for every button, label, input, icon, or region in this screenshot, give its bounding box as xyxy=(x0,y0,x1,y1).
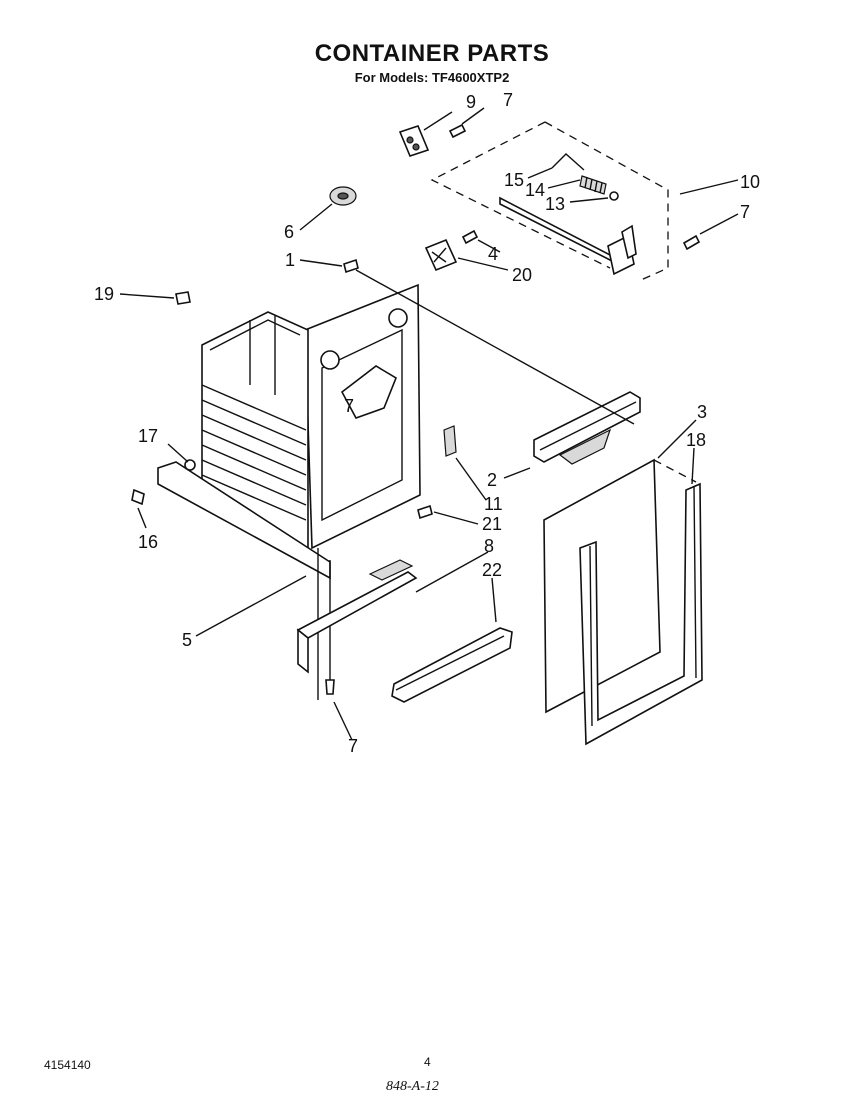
callout-14: 14 xyxy=(525,180,545,200)
part-1-screw xyxy=(343,258,359,274)
drawing-code: 848-A-12 xyxy=(386,1079,439,1094)
part-19-screw xyxy=(175,291,191,305)
callout-11: 11 xyxy=(484,494,503,514)
part-21-screw xyxy=(417,504,433,520)
callout-19: 19 xyxy=(94,284,114,304)
part-15-pin xyxy=(551,153,585,171)
part-7-screw-bottom xyxy=(325,679,335,695)
callout-2: 2 xyxy=(487,470,497,490)
callout-7: 7 xyxy=(344,396,354,416)
part-6-roller xyxy=(329,186,357,206)
callout-20: 20 xyxy=(512,265,532,285)
hinge-rod xyxy=(499,196,637,276)
callout-4: 4 xyxy=(488,244,498,264)
model-subtitle: For Models: TF4600XTP2 xyxy=(354,70,510,85)
part-17-screw xyxy=(184,459,196,471)
document-number: 4154140 xyxy=(44,1058,91,1072)
part-9-bracket xyxy=(398,125,430,157)
page-title: CONTAINER PARTS xyxy=(314,40,550,67)
callout-13: 13 xyxy=(545,194,565,214)
callout-21: 21 xyxy=(482,514,502,534)
callout-17: 17 xyxy=(138,426,158,446)
callout-16: 16 xyxy=(138,532,158,552)
callout-3: 3 xyxy=(697,402,707,422)
callout-15: 15 xyxy=(504,170,524,190)
callout-labels: 9 7 10 7 15 14 13 6 4 20 1 19 7 17 16 3 … xyxy=(94,90,760,756)
callout-1: 1 xyxy=(285,250,295,270)
callout-5: 5 xyxy=(182,630,192,650)
part-5-container xyxy=(157,283,421,700)
callout-6: 6 xyxy=(284,222,294,242)
hinge-assembly-outline xyxy=(430,121,669,281)
callout-22: 22 xyxy=(482,560,502,580)
page-number: 4 xyxy=(424,1055,431,1069)
callout-7: 7 xyxy=(740,202,750,222)
callout-leaders xyxy=(119,107,739,741)
callout-9: 9 xyxy=(466,92,476,112)
part-14-spring xyxy=(579,175,607,195)
part-2-rail xyxy=(533,391,641,465)
part-3-panel xyxy=(543,458,697,714)
callout-7: 7 xyxy=(503,90,513,110)
part-22-handle xyxy=(391,627,513,703)
part-20-bracket xyxy=(424,238,458,272)
part-11-clip xyxy=(443,425,457,457)
part-8-bracket xyxy=(296,571,418,674)
part-18-frame xyxy=(579,482,703,746)
part-16-screw xyxy=(131,488,145,506)
callout-10: 10 xyxy=(740,172,760,192)
cam-bracket xyxy=(340,365,397,419)
part-7-screw-top xyxy=(448,123,467,139)
callout-18: 18 xyxy=(686,430,706,450)
part-13-washer xyxy=(609,191,619,201)
part-7-screw-right xyxy=(682,234,701,251)
callout-7: 7 xyxy=(348,736,358,756)
callout-8: 8 xyxy=(484,536,494,556)
part-4-screw xyxy=(461,229,479,245)
